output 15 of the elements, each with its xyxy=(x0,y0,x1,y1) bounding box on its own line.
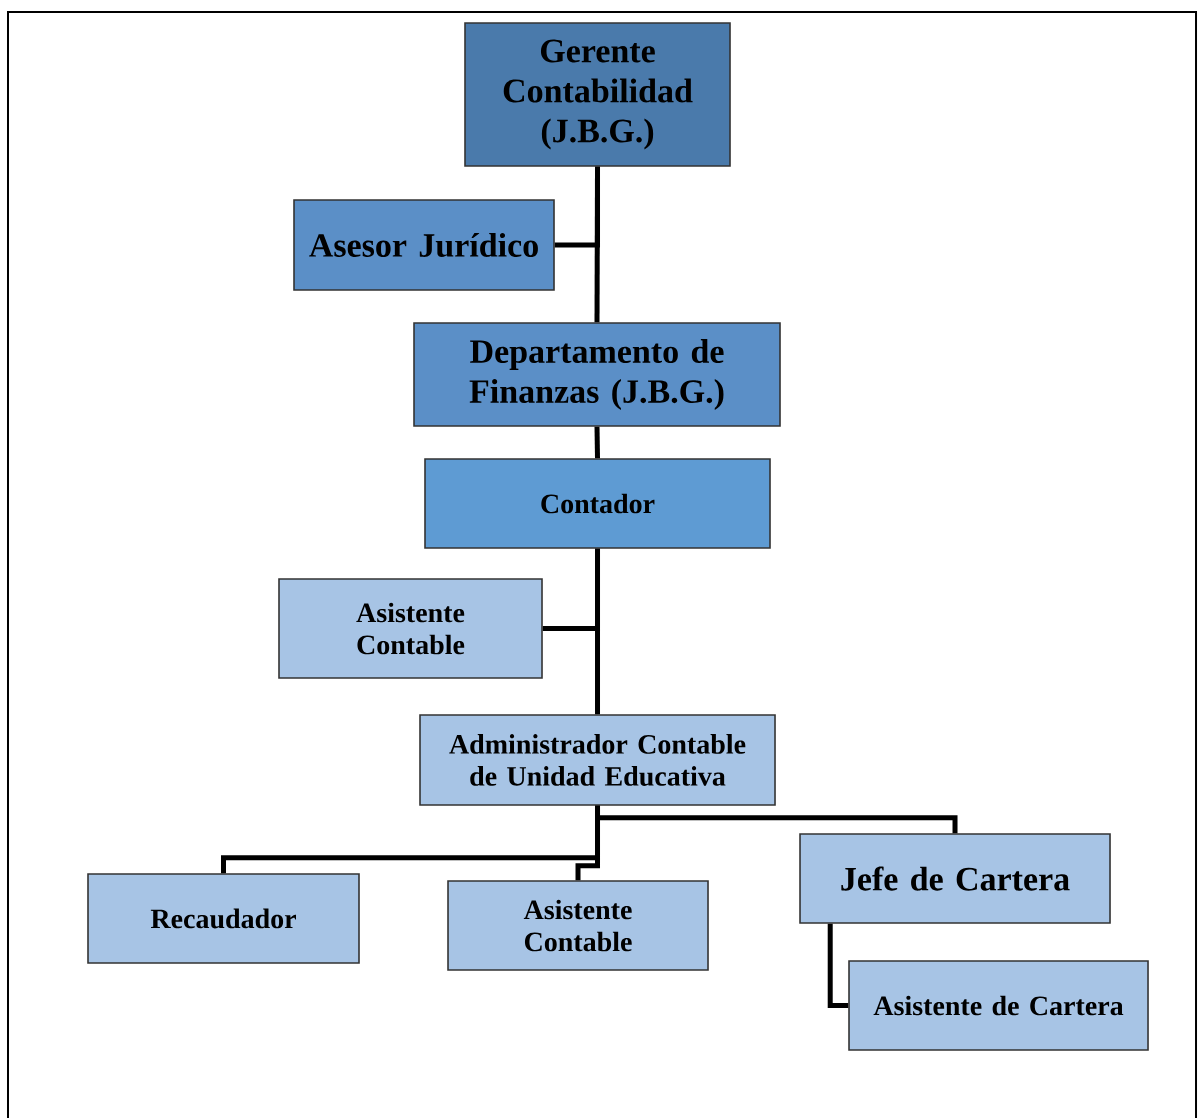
position-box: Asesor Jurídico xyxy=(293,199,555,291)
position-box: Asistente Contable xyxy=(278,578,543,679)
connector-line xyxy=(827,923,849,1008)
position-box: Asistente Contable xyxy=(447,880,709,971)
connector-line xyxy=(594,426,600,459)
position-box: Gerente Contabilidad (J.B.G.) xyxy=(464,22,731,167)
position-box: Contador xyxy=(424,458,771,549)
position-box: Asistente de Cartera xyxy=(848,960,1149,1051)
position-box: Jefe de Cartera xyxy=(799,833,1111,924)
connector-line xyxy=(594,166,600,323)
connector-line xyxy=(595,548,600,715)
position-box: Administrador Contable de Unidad Educativa xyxy=(419,714,776,806)
position-box: Departamento de Finanzas (J.B.G.) xyxy=(413,322,781,427)
position-box: Recaudador xyxy=(87,873,360,964)
connector-line xyxy=(595,805,958,834)
